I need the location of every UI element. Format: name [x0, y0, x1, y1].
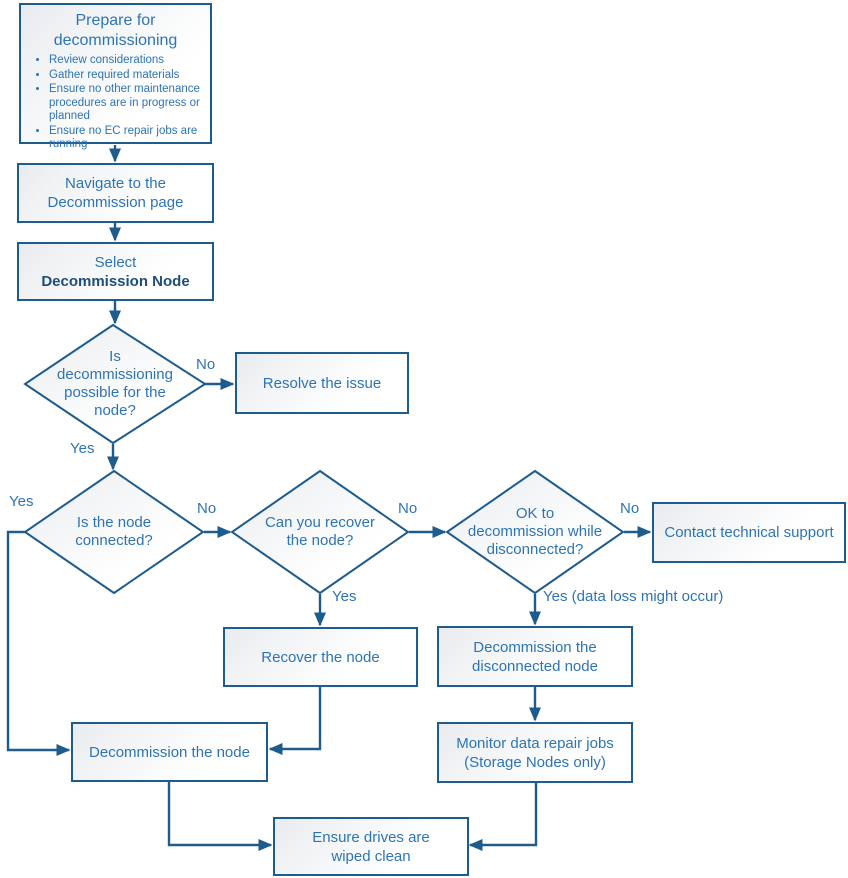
decision-label-connected: Is the node connected?	[75, 514, 153, 549]
connector-recover-node-to-decom-node	[268, 687, 322, 755]
prepare-bullet: Gather required materials	[49, 69, 204, 83]
flow-node-decommission-disconnected: Decommission the disconnected node	[437, 626, 633, 687]
connector-monitor-to-wipe	[468, 783, 538, 851]
flow-node-prepare-title: Prepare for decommissioning	[53, 12, 178, 49]
flow-node-decommission-node: Decommission the node	[71, 722, 268, 782]
prepare-bullet: Review considerations	[49, 54, 204, 68]
edge-label-recover-yes: Yes	[332, 588, 357, 605]
flow-node-recover-node-label: Recover the node	[261, 648, 380, 666]
flow-node-monitor-repair: Monitor data repair jobs (Storage Nodes …	[437, 722, 633, 783]
flow-node-prepare: Prepare for decommissioning Review consi…	[19, 3, 212, 150]
decision-label-recover: Can you recover the node?	[264, 514, 376, 549]
edge-label-possible-no: No	[196, 356, 216, 373]
flow-node-recover-node: Recover the node	[223, 627, 418, 687]
edge-label-connected-yes: Yes	[9, 493, 34, 510]
decision-diamond-connected	[23, 469, 205, 595]
decision-diamond-recover	[230, 469, 410, 595]
edge-label-possible-yes: Yes	[70, 440, 95, 457]
decision-label-possible: Is decommissioning possible for the node…	[57, 348, 173, 419]
flow-node-select: Select Decommission Node	[17, 242, 214, 301]
flow-node-resolve: Resolve the issue	[235, 352, 409, 414]
connector-connected-yes-to-decom-node	[6, 530, 71, 756]
decision-label-ok-disconnected: OK to decommission while disconnected?	[467, 505, 603, 558]
flow-node-decommission-node-label: Decommission the node	[89, 743, 250, 761]
decision-diamond-possible	[23, 323, 207, 445]
flow-node-contact-support: Contact technical support	[652, 502, 846, 563]
prepare-bullet: Ensure no EC repair jobs are running	[49, 125, 204, 152]
flow-node-select-line2: Decommission Node	[41, 272, 190, 290]
edge-label-recover-no: No	[398, 500, 418, 517]
flow-node-navigate: Navigate to the Decommission page	[17, 163, 214, 223]
flow-node-decommission-disconnected-label: Decommission the disconnected node	[472, 638, 598, 675]
flow-node-wipe-drives: Ensure drives are wiped clean	[273, 817, 469, 876]
flow-node-resolve-label: Resolve the issue	[262, 374, 382, 392]
prepare-bullet-list: Review considerations Gather required ma…	[27, 54, 204, 153]
flow-node-contact-support-label: Contact technical support	[664, 524, 834, 541]
edge-label-ok-no: No	[620, 500, 640, 517]
edge-label-ok-yes: Yes (data loss might occur)	[543, 588, 724, 605]
flow-node-monitor-repair-label: Monitor data repair jobs (Storage Nodes …	[456, 734, 614, 771]
flow-node-wipe-drives-label: Ensure drives are wiped clean	[312, 828, 430, 865]
flow-node-navigate-label: Navigate to the Decommission page	[47, 175, 184, 211]
connector-decom-node-to-wipe	[167, 782, 273, 851]
prepare-bullet: Ensure no other maintenance procedures a…	[49, 83, 204, 124]
edge-label-connected-no: No	[197, 500, 217, 517]
decision-diamond-ok-disconnected	[445, 469, 625, 595]
flow-node-select-line1: Select	[94, 253, 137, 271]
